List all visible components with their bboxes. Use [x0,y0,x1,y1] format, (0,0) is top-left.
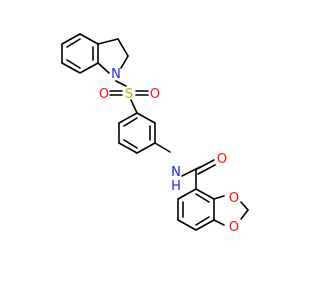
bond-inner [66,59,81,69]
bond [240,201,249,211]
bond [154,142,171,153]
carbonyl-oxygen-label: O [217,152,227,167]
sulfur-label: S [125,87,133,102]
molecule-structure-diagram: N S O O N H O O O [61,33,249,235]
bond [61,33,81,45]
bond-inner [123,117,138,127]
dioxole-oxygen-lower-label: O [229,220,239,235]
sulfonyl-oxygen-left-label: O [99,87,109,102]
bond-inner [195,193,210,203]
bond [177,219,197,231]
bond [181,168,197,177]
bond [79,62,99,74]
atom-label-layer: N S O O N H O O O [99,67,239,235]
bond [117,38,129,57]
bond [120,55,129,69]
bond [130,99,138,114]
bond [196,159,215,170]
bond [213,195,225,200]
bond [195,188,215,200]
amide-nitrogen-label: N [171,165,181,180]
bond [177,188,197,200]
bond-layer [61,33,249,231]
bond [136,112,156,124]
bond-inner [195,216,210,226]
bond [118,112,138,124]
bond [97,38,119,45]
bond [61,62,81,74]
bond [240,209,249,220]
indoline-nitrogen-label: N [111,67,121,82]
bond [136,142,156,154]
bond [197,164,216,175]
bond-inner [66,38,81,48]
bond [213,219,225,226]
bond [97,62,110,74]
dioxole-oxygen-upper-label: O [229,191,239,206]
bond [115,80,127,87]
bond [79,33,99,45]
bond-inner [123,139,138,149]
bond [118,142,138,154]
amide-hydrogen-label: H [171,179,181,194]
structure-svg: N S O O N H O O O [61,33,249,235]
bond [195,219,215,231]
sulfonyl-oxygen-right-label: O [150,87,160,102]
